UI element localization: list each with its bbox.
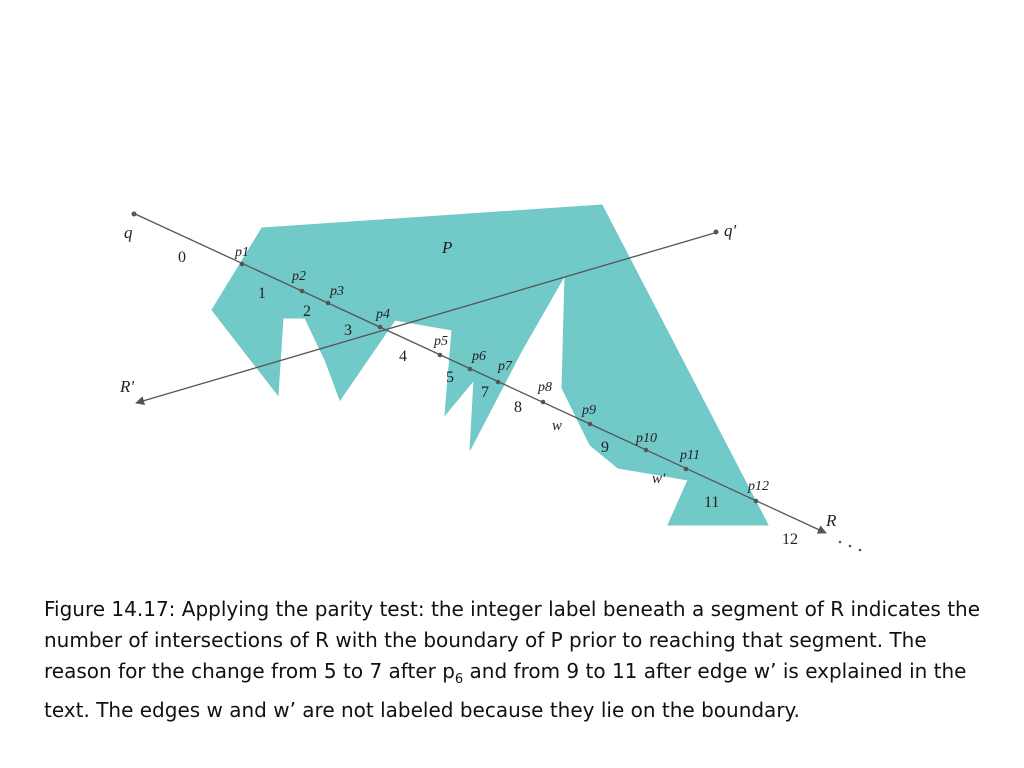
point-p10 [643,447,649,453]
point-p12 [753,498,759,504]
ray-continuation-dot [838,540,842,544]
label-q: q [124,223,133,242]
segment-count-7: 7 [481,384,489,401]
label-R-prime: R' [119,377,134,396]
label-p3: p3 [329,284,344,299]
label-p10: p10 [635,431,657,446]
label-p6: p6 [471,349,486,364]
label-edge-w-prime: w' [652,471,666,487]
label-edge-w: w [552,418,562,434]
polygon-P [211,204,769,526]
point-p8 [540,399,546,405]
segment-count-9: 9 [601,439,609,456]
label-polygon-P: P [441,238,452,257]
label-p4: p4 [375,307,390,322]
segment-count-2: 2 [303,303,311,320]
point-q [131,211,137,217]
caption-text-part2: and from 9 to 11 after edge w’ is explai… [44,659,967,722]
label-p5: p5 [433,334,448,349]
label-p9: p9 [581,403,596,418]
point-p1 [239,261,245,267]
point-p3 [325,300,331,306]
label-p11: p11 [679,448,700,463]
segment-count-0: 0 [178,249,186,266]
label-R: R [825,511,837,530]
segment-count-8: 8 [514,399,522,416]
segment-count-3: 3 [344,322,352,339]
point-p2 [299,288,305,294]
point-p11 [683,466,689,472]
point-p4 [377,324,383,330]
label-p8: p8 [537,380,552,395]
ray-continuation-dot [848,544,852,548]
label-p2: p2 [291,269,306,284]
point-p5 [437,352,443,358]
segment-count-11: 11 [704,494,719,511]
label-q-prime: q' [724,221,737,240]
point-p6 [467,366,473,372]
point-q-prime [713,229,719,235]
figure-caption: Figure 14.17: Applying the parity test: … [44,594,984,726]
parity-test-diagram: q q' R R' P p1 p2 p3 p4 p5 p6 p7 p8 p9 p… [119,204,862,552]
caption-subscript: 6 [454,672,464,687]
label-p1: p1 [234,245,249,260]
point-p7 [495,379,501,385]
segment-count-5: 5 [446,369,454,386]
label-p12: p12 [747,479,769,494]
ray-R [132,212,827,534]
ray-continuation-dot [858,548,862,552]
segment-count-12: 12 [782,531,798,548]
caption-text-part1: Figure 14.17: Applying the parity test: … [44,597,981,683]
label-p7: p7 [497,359,513,374]
segment-count-1: 1 [258,285,266,302]
segment-count-4: 4 [399,348,407,365]
point-p9 [587,421,593,427]
ray-R-prime [135,231,719,406]
